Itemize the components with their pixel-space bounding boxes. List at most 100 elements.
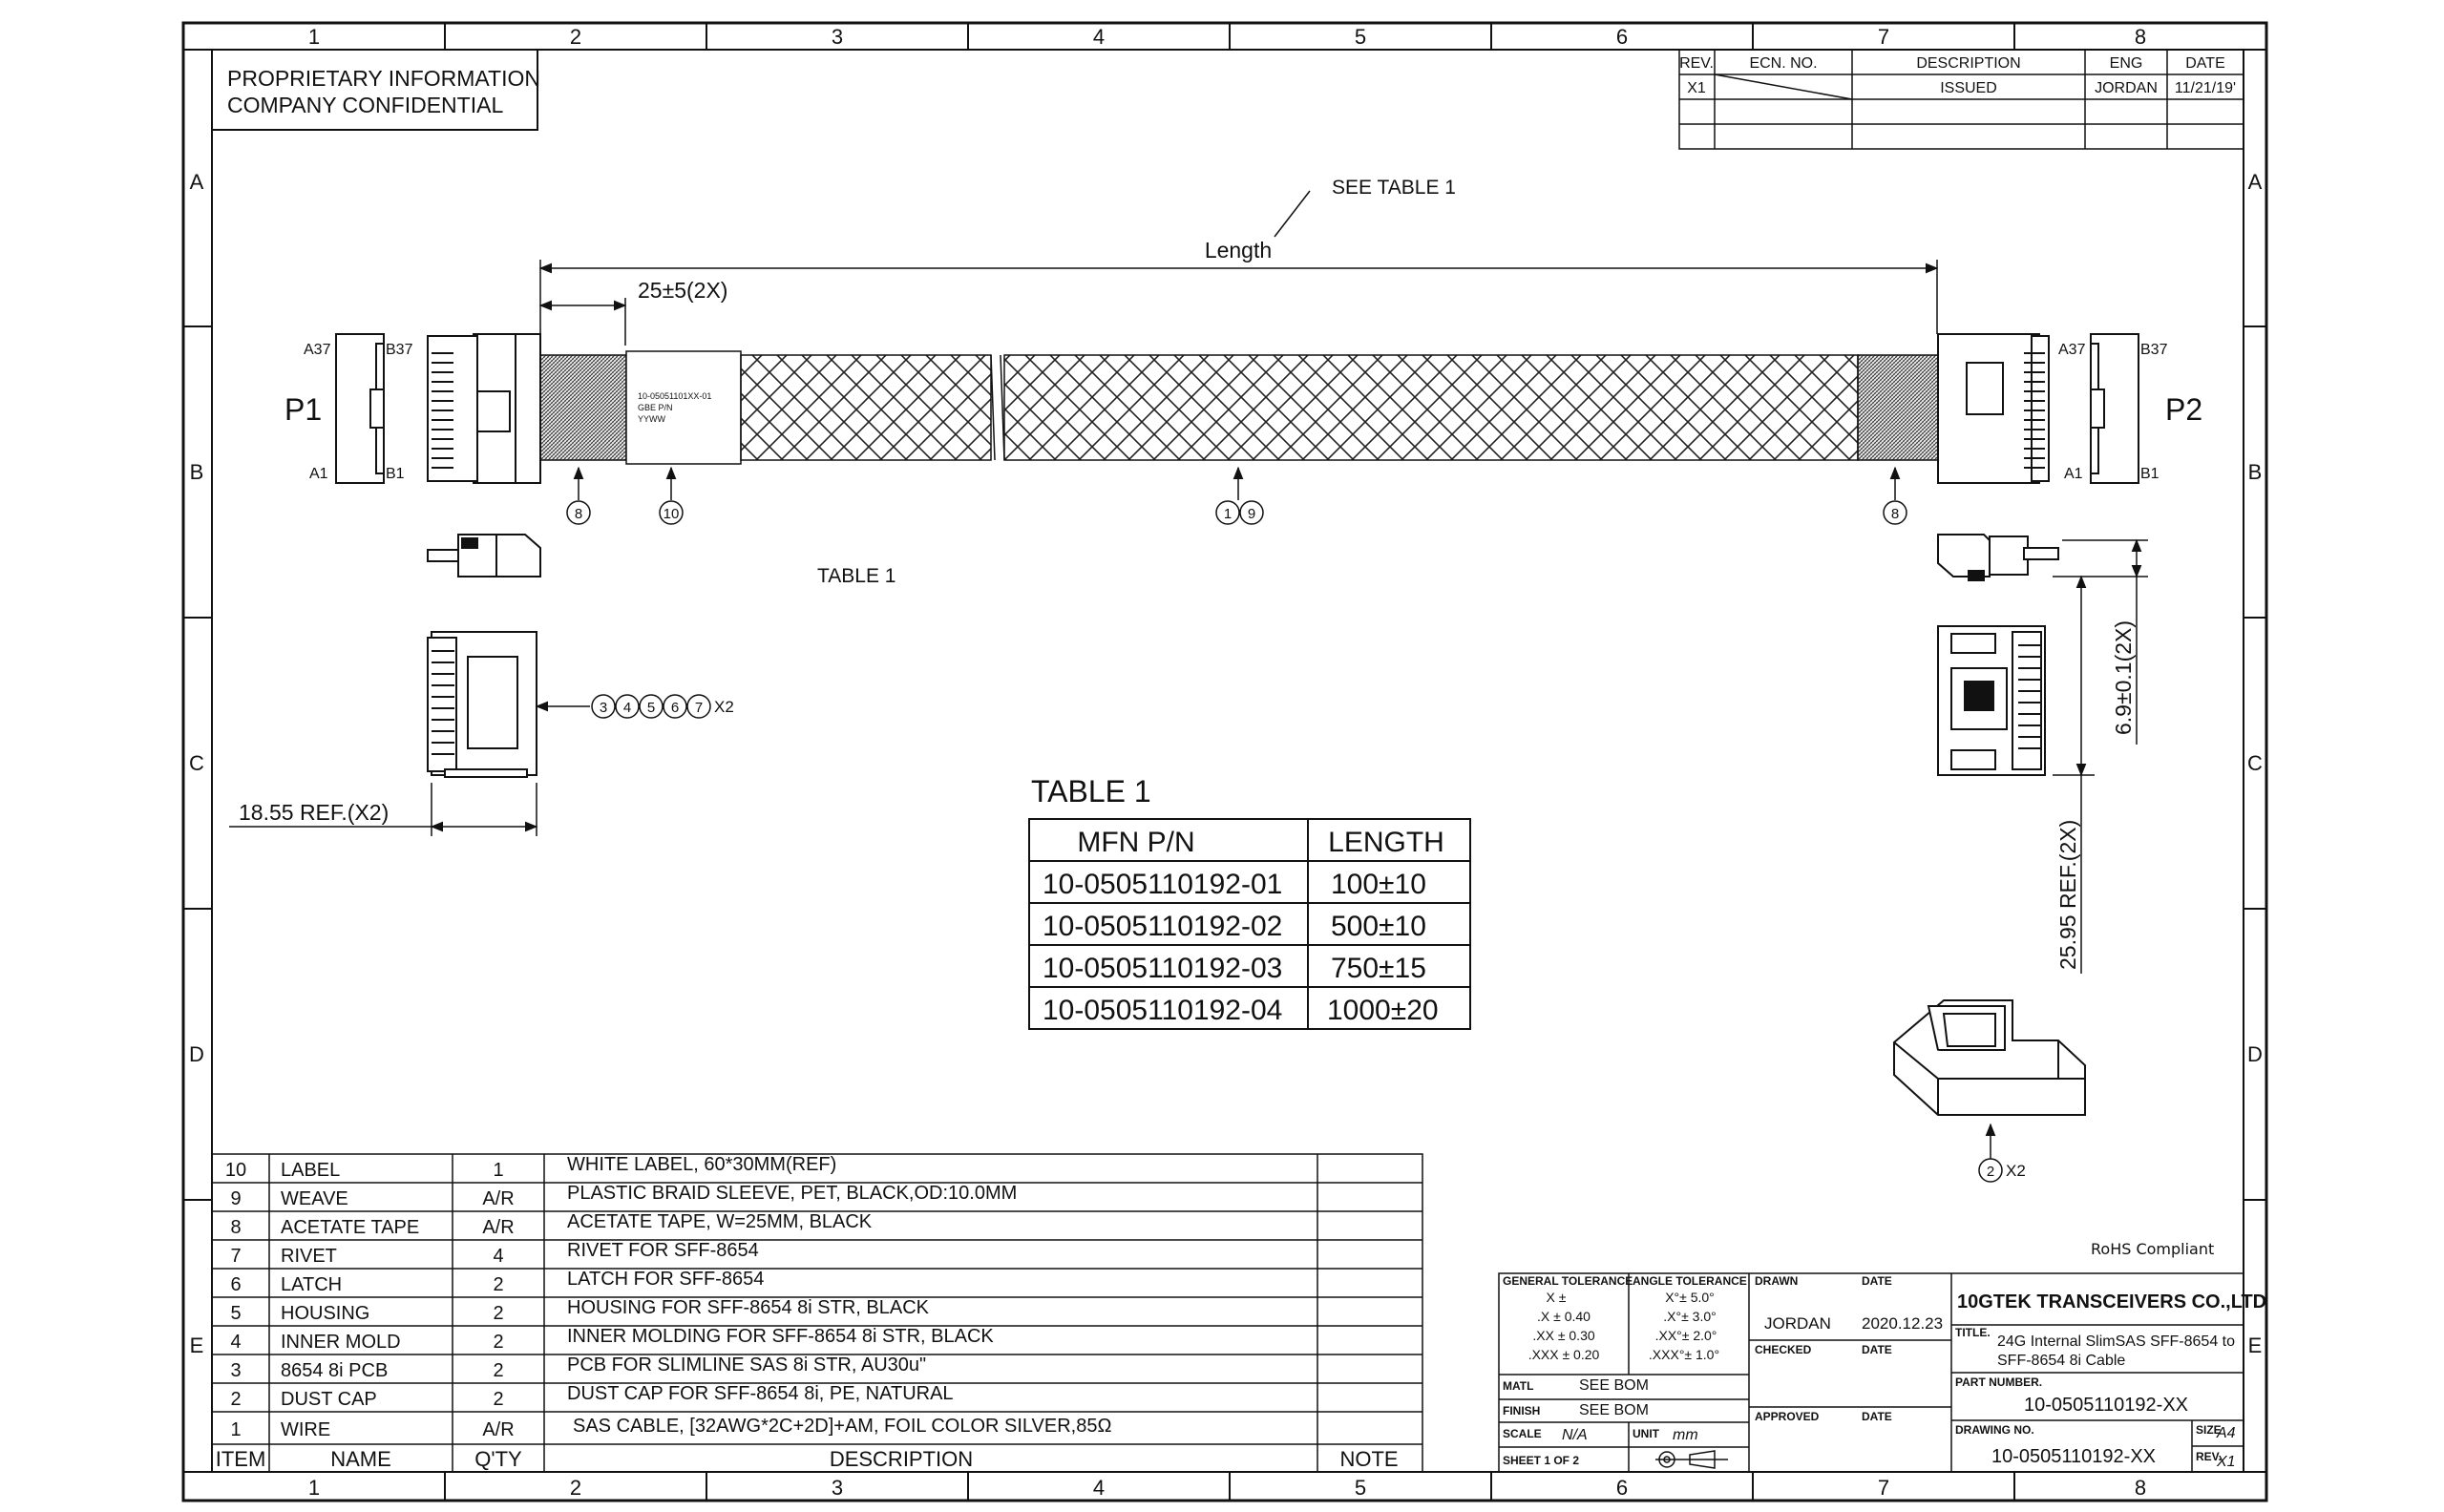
see-table-label: SEE TABLE 1 xyxy=(1332,177,1456,199)
row-label-right-e: E xyxy=(2248,1334,2263,1357)
bom-item: 7 xyxy=(230,1246,241,1267)
bom-name: LATCH xyxy=(281,1274,342,1295)
p1-b1: B1 xyxy=(386,466,405,482)
approved-date-label: DATE xyxy=(1862,1410,1892,1423)
gen-tol-0: X ± xyxy=(1547,1290,1567,1305)
bom-qty: A/R xyxy=(482,1419,514,1440)
ang-tol-1: .X°± 3.0° xyxy=(1663,1309,1716,1324)
p1-label: P1 xyxy=(284,392,322,427)
bom-item: 10 xyxy=(225,1160,246,1181)
bom-description: DUST CAP FOR SFF-8654 8i, PE, NATURAL xyxy=(567,1383,954,1404)
cable-assembly: Length SEE TABLE 1 25±5(2X) P1 A37 B xyxy=(284,177,2202,525)
revision-block: REV. ECN. NO. DESCRIPTION ENG DATE X1 IS… xyxy=(1678,49,2244,150)
bom-header-description: DESCRIPTION xyxy=(830,1447,973,1471)
col-label-top-6: 6 xyxy=(1616,25,1628,49)
bom-table: 10 9 8 7 6 5 4 3 2 1 1 A/R A/R 4 2 2 2 2… xyxy=(211,1153,1423,1473)
gen-tol-1: .X ± 0.40 xyxy=(1537,1309,1591,1324)
bom-qty: 2 xyxy=(493,1274,503,1295)
bom-item: 1 xyxy=(230,1419,241,1440)
p2-b37: B37 xyxy=(2140,342,2168,358)
p2-a37: A37 xyxy=(2058,342,2086,358)
gen-tol-3: .XXX ± 0.20 xyxy=(1528,1347,1600,1362)
drawn-date-value: 2020.12.23 xyxy=(1862,1314,1943,1333)
bom-qty: 2 xyxy=(493,1303,503,1324)
rev-label: REV. xyxy=(2196,1450,2222,1463)
bom-item: 4 xyxy=(230,1332,241,1353)
size-value: A4 xyxy=(2216,1425,2236,1441)
bom-name: 8654 8i PCB xyxy=(281,1360,388,1381)
row-label-left-b: B xyxy=(190,460,204,484)
table1-row1-length: 100±10 xyxy=(1331,869,1426,900)
drawn-label: DRAWN xyxy=(1755,1274,1798,1288)
checked-label: CHECKED xyxy=(1755,1343,1812,1356)
balloon-4: 4 xyxy=(623,700,631,716)
balloon-10 xyxy=(659,500,684,525)
row-label-right-a: A xyxy=(2248,170,2263,194)
bom-item: 5 xyxy=(230,1303,241,1324)
connector-p2-side xyxy=(1937,333,2139,484)
balloon-1-text: 1 xyxy=(1224,506,1232,522)
proprietary-line2: COMPANY CONFIDENTIAL xyxy=(227,93,503,117)
row-label-left-c: C xyxy=(189,751,204,775)
bom-item: 3 xyxy=(230,1360,241,1381)
bom-qty: 2 xyxy=(493,1360,503,1381)
gen-tol-2: .XX ± 0.30 xyxy=(1532,1328,1594,1343)
title-block: GENERAL TOLERANCE ANGLE TOLERANCE DRAWN … xyxy=(1498,1272,2266,1473)
bom-header-note: NOTE xyxy=(1339,1447,1398,1471)
scale-value: N/A xyxy=(1562,1427,1588,1443)
sheet-label: SHEET 1 OF 2 xyxy=(1503,1454,1579,1467)
bom-qty: A/R xyxy=(482,1217,514,1238)
col-label-bottom-5: 5 xyxy=(1355,1476,1366,1500)
bom-description: LATCH FOR SFF-8654 xyxy=(567,1269,764,1290)
balloon-9-text: 9 xyxy=(1248,506,1255,522)
acetate-tape-right xyxy=(1857,354,1939,461)
connector-p1-side xyxy=(335,333,541,484)
part-number-label: PART NUMBER. xyxy=(1955,1376,2042,1389)
row-label-left-a: A xyxy=(190,170,204,194)
ang-tol-2: .XX°± 2.0° xyxy=(1655,1328,1717,1343)
p2-a1: A1 xyxy=(2064,466,2083,482)
balloon-2-text: 2 xyxy=(1987,1164,1994,1180)
title-label: TITLE. xyxy=(1955,1326,1991,1339)
rev-header-ecn: ECN. NO. xyxy=(1749,55,1817,72)
drawn-by-value: JORDAN xyxy=(1764,1314,1831,1333)
rev-row-description: ISSUED xyxy=(1940,80,1997,96)
bom-header-item: ITEM xyxy=(216,1447,266,1471)
bom-name: HOUSING xyxy=(281,1303,369,1324)
projection-symbol-icon xyxy=(1655,1450,1728,1469)
dim-25-95: 25.95 REF.(2X) xyxy=(2055,820,2080,970)
row-label-right-d: D xyxy=(2247,1042,2263,1066)
balloon-3: 3 xyxy=(600,700,607,716)
bom-description: RIVET FOR SFF-8654 xyxy=(567,1240,759,1261)
col-label-bottom-8: 8 xyxy=(2135,1476,2146,1500)
bom-description: ACETATE TAPE, W=25MM, BLACK xyxy=(567,1211,873,1232)
dim-6-9: 6.9±0.1(2X) xyxy=(2111,620,2136,735)
size-label: SIZE xyxy=(2196,1423,2222,1437)
part-number-value: 10-0505110192-XX xyxy=(2024,1395,2188,1416)
cable-label-line1: 10-05051101XX-01 xyxy=(638,391,711,401)
balloon-10-text: 10 xyxy=(664,506,680,522)
p2-b1: B1 xyxy=(2140,466,2160,482)
bom-description: PLASTIC BRAID SLEEVE, PET, BLACK,OD:10.0… xyxy=(567,1183,1017,1204)
bom-item: 9 xyxy=(230,1188,241,1209)
table1-row1-pn: 10-0505110192-01 xyxy=(1043,869,1282,900)
balloon-8-right-text: 8 xyxy=(1891,506,1899,522)
proprietary-line1: PROPRIETARY INFORMATION xyxy=(227,66,540,91)
p1-a37: A37 xyxy=(304,342,331,358)
bom-name: RIVET xyxy=(281,1246,337,1267)
housing-detail-left xyxy=(427,631,537,778)
col-label-bottom-4: 4 xyxy=(1093,1476,1105,1500)
checked-date-label: DATE xyxy=(1862,1343,1892,1356)
rev-value: X1 xyxy=(2216,1454,2236,1470)
p1-a1: A1 xyxy=(309,466,328,482)
cable-label-line2: GBE P/N xyxy=(638,403,673,412)
row-label-left-d: D xyxy=(189,1042,204,1066)
balloon-2 xyxy=(1978,1158,2003,1183)
tape-dimension: 25±5(2X) xyxy=(638,278,727,303)
company-name: 10GTEK TRANSCEIVERS CO.,LTD xyxy=(1957,1292,2266,1312)
table1-row4-length: 1000±20 xyxy=(1327,995,1439,1026)
title-line2: SFF-8654 8i Cable xyxy=(1997,1353,2125,1369)
col-label-top-8: 8 xyxy=(2135,25,2146,49)
matl-value: SEE BOM xyxy=(1579,1377,1649,1394)
